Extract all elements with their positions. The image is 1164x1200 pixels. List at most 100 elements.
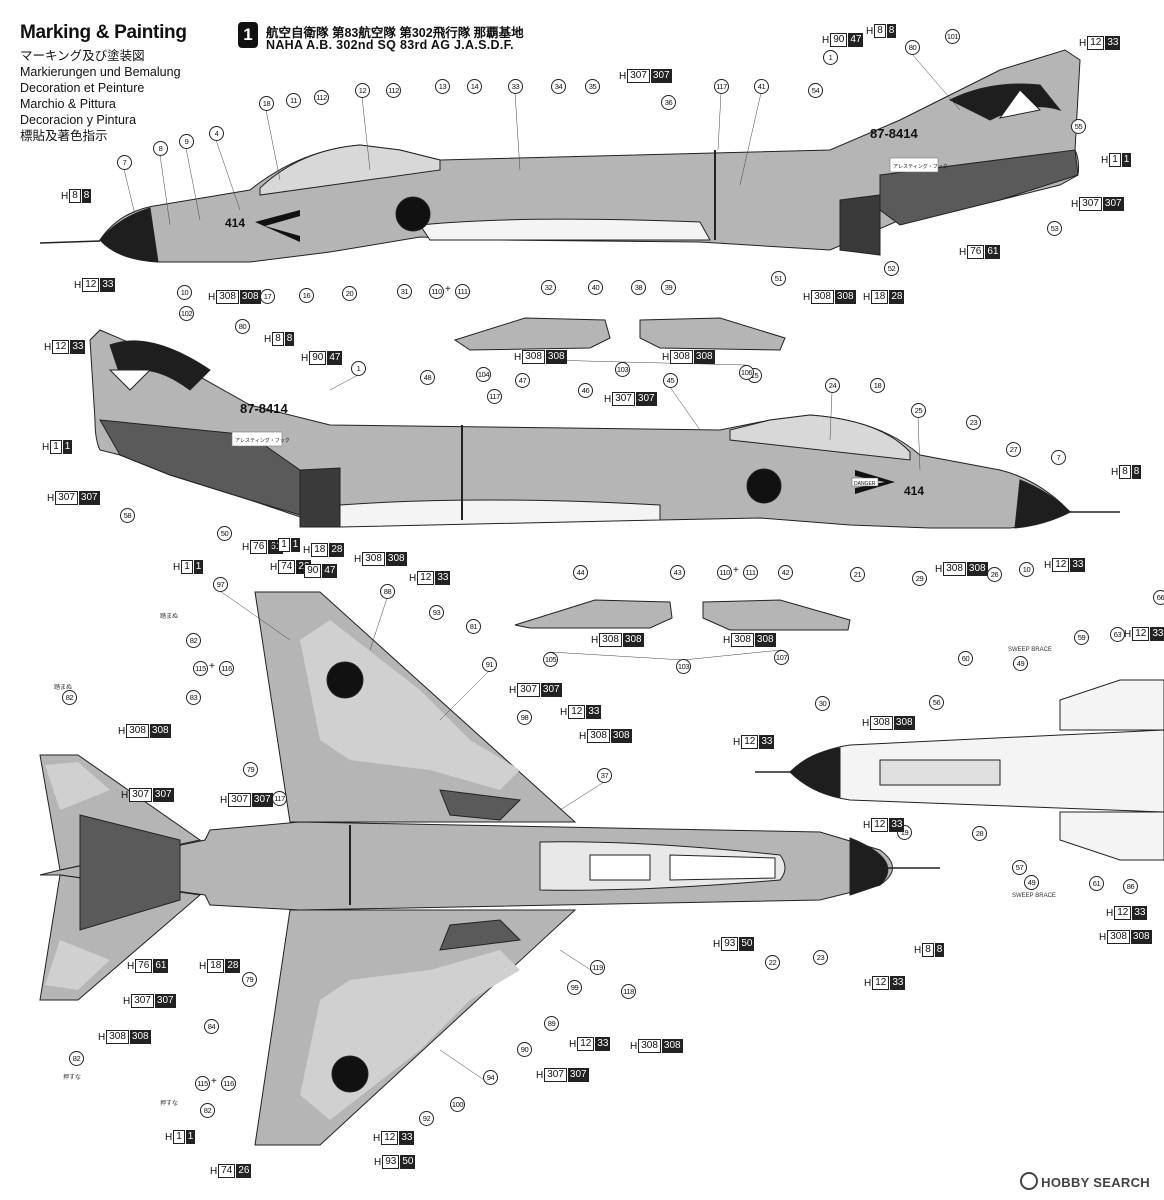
- decal-callout: 111: [455, 284, 470, 299]
- paint-code-number: 93: [721, 937, 739, 951]
- paint-code-alt-number: 308: [834, 290, 856, 304]
- tail-serial-right: 87-8414: [240, 401, 288, 416]
- paint-code-number: 308: [870, 716, 893, 730]
- paint-code-alt-number: 33: [1132, 906, 1148, 920]
- paint-code-alt-number: 307: [78, 491, 100, 505]
- decal-callout: 88: [380, 584, 395, 599]
- paint-code-alt-number: 308: [622, 633, 644, 647]
- decal-callout: 1: [351, 361, 366, 376]
- paint-code-number: 308: [599, 633, 622, 647]
- decal-callout: 112: [386, 83, 401, 98]
- paint-code-prefix: H: [1106, 907, 1114, 919]
- paint-code-number: 12: [577, 1037, 595, 1051]
- paint-code-number: 308: [1107, 930, 1130, 944]
- paint-code-prefix: H: [591, 634, 599, 646]
- paint-code-alt-number: 33: [759, 735, 775, 749]
- paint-code-alt-number: 61: [985, 245, 1001, 259]
- decal-callout: 30: [815, 696, 830, 711]
- paint-code-prefix: H: [98, 1031, 106, 1043]
- subtitle-es: Decoracion y Pintura: [20, 113, 137, 127]
- scheme-number-badge: 1: [238, 22, 258, 48]
- decal-callout: 44: [573, 565, 588, 580]
- paint-code-prefix: H: [374, 1156, 382, 1168]
- decal-callout: 52: [884, 261, 899, 276]
- paint-code-number: 308: [731, 633, 754, 647]
- paint-code-alt-number: 1: [1121, 153, 1132, 167]
- decal-callout: 18: [259, 96, 274, 111]
- paint-code-prefix: H: [296, 565, 304, 577]
- paint-code-prefix: H: [514, 351, 522, 363]
- decal-callout: 41: [754, 79, 769, 94]
- paint-code-number: 90: [304, 564, 322, 578]
- paint-code-number: 93: [382, 1155, 400, 1169]
- paint-code-alt-number: 47: [322, 564, 338, 578]
- paint-code-prefix: H: [303, 544, 311, 556]
- paint-code-prefix: H: [864, 977, 872, 989]
- decal-callout: 57: [1012, 860, 1027, 875]
- paint-code-number: 1: [50, 440, 62, 454]
- paint-code-number: 308: [362, 552, 385, 566]
- decal-callout: 4: [209, 126, 224, 141]
- paint-code-alt-number: 307: [540, 683, 562, 697]
- paint-code-prefix: H: [242, 541, 250, 553]
- decal-callout: 115: [193, 661, 208, 676]
- paint-code-prefix: H: [373, 1132, 381, 1144]
- decal-callout: 116: [219, 661, 234, 676]
- paint-code-prefix: H: [863, 819, 871, 831]
- paint-code-number: 307: [612, 392, 635, 406]
- decal-callout: 97: [213, 577, 228, 592]
- underside-view: [755, 679, 1164, 861]
- decal-callout: 25: [911, 403, 926, 418]
- right-side-view: 87-8414 414 DANGER アレスティング・フック: [89, 329, 1120, 529]
- decal-callout: 112: [314, 90, 329, 105]
- decal-callout: 53: [1047, 221, 1062, 236]
- decal-callout: 63: [1110, 627, 1125, 642]
- paint-code-prefix: H: [199, 960, 207, 972]
- paint-code-prefix: H: [579, 730, 587, 742]
- decal-callout: 110: [717, 565, 732, 580]
- decal-callout: 50: [217, 526, 232, 541]
- decal-callout: 55: [1071, 119, 1086, 134]
- paint-code-prefix: H: [118, 725, 126, 737]
- paint-code-number: 12: [568, 705, 586, 719]
- paint-code-alt-number: 33: [100, 278, 116, 292]
- decal-callout: 92: [419, 1111, 434, 1126]
- paint-code-alt-number: 28: [889, 290, 905, 304]
- decal-callout: 7: [1051, 450, 1066, 465]
- paint-code-prefix: H: [121, 789, 129, 801]
- paint-code-prefix: H: [354, 553, 362, 565]
- unit-name-en: NAHA A.B. 302nd SQ 83rd AG J.A.S.D.F.: [266, 38, 514, 52]
- paint-code-prefix: H: [123, 995, 131, 1007]
- paint-code-alt-number: 33: [1070, 558, 1086, 572]
- subtitle-de: Markierungen und Bemalung: [20, 65, 181, 79]
- paint-code-alt-number: 307: [251, 793, 273, 807]
- paint-code-alt-number: 47: [848, 33, 864, 47]
- nose-number-left: 414: [225, 216, 245, 230]
- paint-code-number: 8: [874, 24, 886, 38]
- decal-callout: 32: [541, 280, 556, 295]
- decal-callout: 8: [153, 141, 168, 156]
- paint-code-alt-number: 33: [890, 976, 906, 990]
- paint-code-number: 12: [872, 976, 890, 990]
- paint-code-alt-number: 33: [70, 340, 86, 354]
- paint-code-prefix: H: [862, 717, 870, 729]
- paint-code-alt-number: 50: [739, 937, 755, 951]
- paint-code-alt-number: 308: [966, 562, 988, 576]
- paint-code-number: 90: [309, 351, 327, 365]
- paint-code-number: 12: [1132, 627, 1150, 641]
- jp-warning-right: アレスティング・フック: [235, 437, 290, 444]
- paint-code-prefix: H: [264, 333, 272, 345]
- paint-code-number: 12: [417, 571, 435, 585]
